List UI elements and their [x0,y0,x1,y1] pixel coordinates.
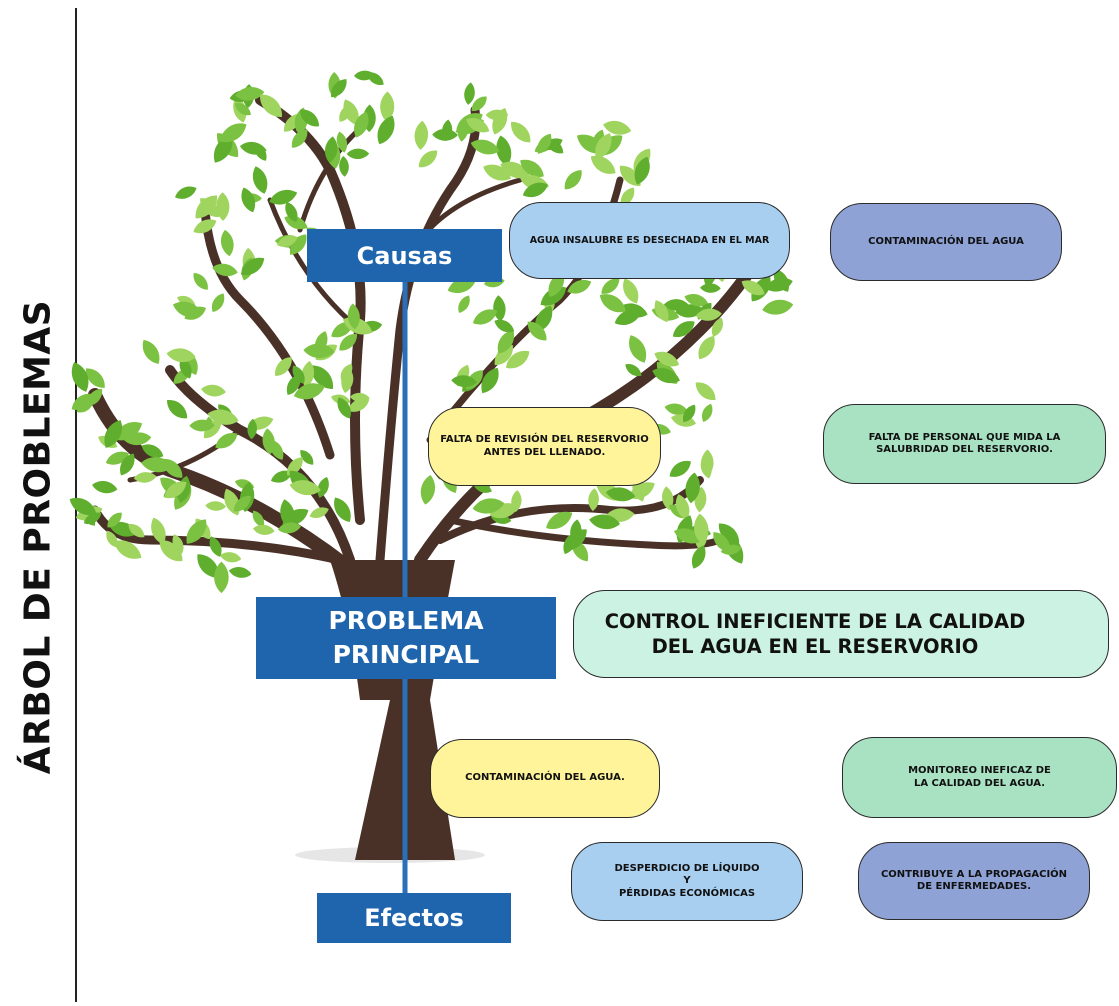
leaf-shape [560,166,586,194]
cause-box-1: AGUA INSALUBRE ES DESECHADA EN EL MAR [509,202,790,279]
cause-box-4: FALTA DE PERSONAL QUE MIDA LA SALUBRIDAD… [823,404,1106,484]
leaf-shape [624,331,651,367]
leaf-shape [90,479,119,496]
leaf-shape [760,297,795,318]
leaf-shape [418,473,438,506]
effect-box-2: MONITOREO INEFICAZ DE LA CALIDAD DEL AGU… [842,737,1117,818]
leaf-shape [618,275,643,307]
main-problem-label: PROBLEMA PRINCIPAL [256,597,556,679]
leaf-shape [205,500,227,512]
leaf-shape [415,146,441,172]
effect-box-3: DESPERDICIO DE LÍQUIDO Y PÉRDIDAS ECONÓM… [571,842,803,921]
leaf-shape [346,148,370,160]
effect-box-4: CONTRIBUYE A LA PROPAGACIÓN DE ENFERMEDA… [858,842,1090,920]
leaf-shape [189,269,212,294]
leaf-shape [699,402,716,424]
leaf-shape [506,117,536,147]
causes-label: Causas [307,229,502,282]
leaf-shape [252,523,276,537]
leaf-shape [219,550,243,565]
tree-leaves [66,68,795,594]
leaf-shape [432,128,459,141]
leaf-shape [172,183,199,203]
leaf-shape [162,395,192,423]
leaf-shape [228,565,253,580]
leaf-shape [249,164,271,196]
leaf-shape [454,293,474,316]
cause-box-2: CONTAMINACIÓN DEL AGUA [830,203,1062,281]
leaf-shape [492,294,507,323]
leaf-shape [200,383,227,398]
leaf-shape [462,81,477,106]
leaf-shape [208,290,228,315]
leaf-shape [338,155,350,178]
leaf-shape [218,228,236,258]
leaf-shape [138,336,165,368]
effect-box-1: CONTAMINACIÓN DEL AGUA. [430,739,660,818]
main-problem-box: CONTROL INEFICIENTE DE LA CALIDAD DEL AG… [573,590,1109,678]
cause-box-3: FALTA DE REVISIÓN DEL RESERVORIO ANTES D… [428,407,661,486]
leaf-shape [691,378,720,405]
leaf-shape [413,120,430,151]
effects-label: Efectos [317,893,511,943]
